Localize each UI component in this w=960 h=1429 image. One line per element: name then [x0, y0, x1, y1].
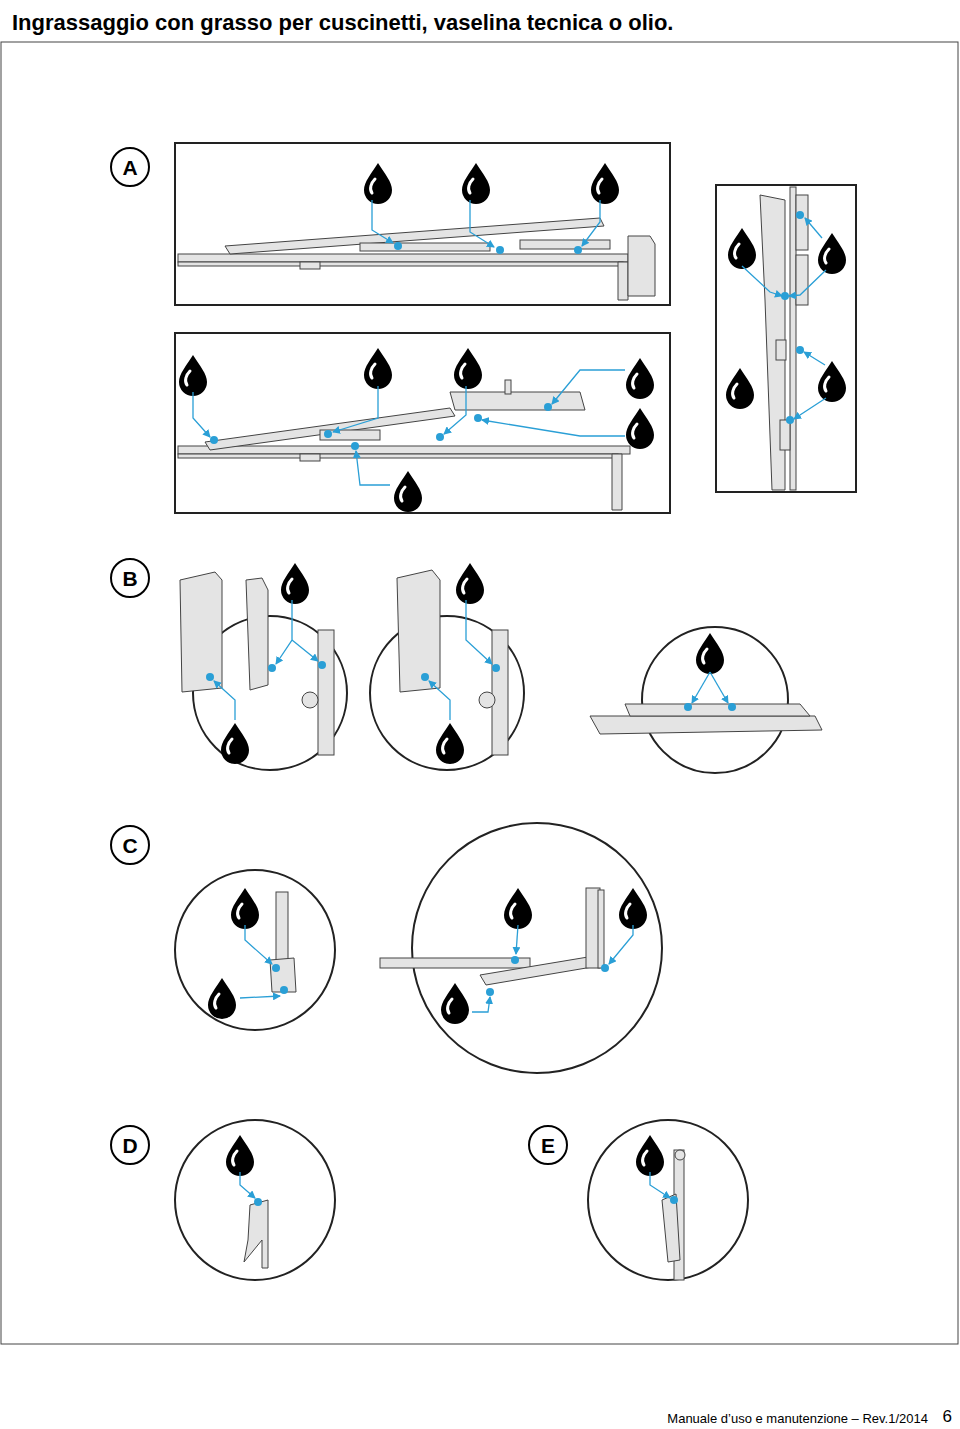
section-letter-circle: A [110, 147, 150, 187]
section-letter-circle: B [110, 558, 150, 598]
section-letter: E [541, 1135, 555, 1156]
section-letter: D [122, 1135, 137, 1156]
section-letter: C [122, 835, 137, 856]
section-letter-circle: C [110, 825, 150, 865]
section-letter: A [122, 157, 137, 178]
section-letter-circle: E [528, 1125, 568, 1165]
footer-text: Manuale d’uso e manutenzione – Rev.1/201… [667, 1411, 928, 1426]
section-letter-circle: D [110, 1125, 150, 1165]
page-title: Ingrassaggio con grasso per cuscinetti, … [12, 10, 673, 36]
page-number: 6 [943, 1407, 952, 1427]
section-letter: B [122, 568, 137, 589]
